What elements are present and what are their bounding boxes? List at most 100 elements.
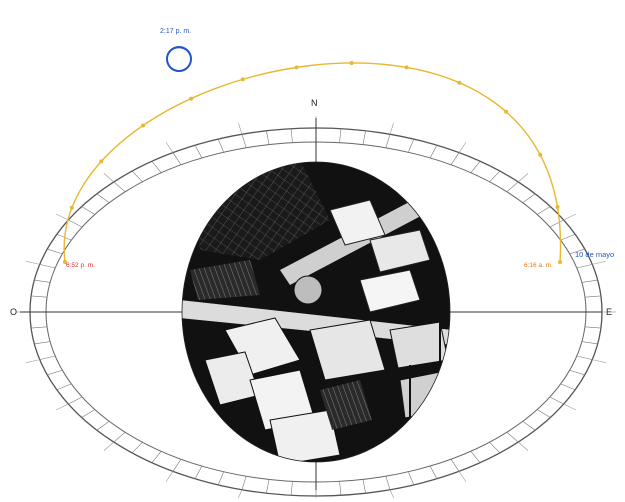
horizon-tick: [385, 476, 391, 490]
horizon-tick: [429, 145, 438, 159]
sun-hour-dot: [404, 65, 409, 70]
horizon-tick: [31, 326, 48, 329]
horizon-tick: [34, 341, 51, 345]
sun-hour-dot: [294, 65, 299, 70]
horizon-tick: [241, 134, 247, 148]
city-model-image: [182, 162, 450, 462]
horizon-tick: [584, 326, 601, 329]
horizon-tick: [172, 459, 182, 472]
horizon-tick: [549, 219, 564, 228]
horizon-tick: [96, 421, 110, 431]
horizon-tick: [576, 264, 593, 269]
horizon-tick: [266, 479, 270, 494]
sun-hour-markers: [63, 60, 562, 264]
azimuth-mark: [56, 213, 69, 221]
horizon-tick: [151, 451, 162, 463]
horizon-tick: [470, 451, 481, 463]
horizon-tick: [39, 355, 56, 360]
azimuth-marks: [16, 116, 616, 499]
sun-hour-dot: [555, 204, 560, 209]
azimuth-mark: [238, 122, 243, 135]
horizon-tick: [47, 369, 63, 376]
horizon-tick: [450, 152, 460, 165]
horizon-tick: [408, 471, 415, 486]
sun-hour-dot: [69, 205, 74, 210]
horizon-tick: [217, 138, 224, 153]
horizon-tick: [266, 130, 270, 145]
horizon-tick: [194, 465, 203, 479]
sunset-time-label: 6:52 p. m.: [66, 262, 95, 269]
horizon-tick: [56, 383, 72, 391]
sunrise-time-label: 6:16 a. m.: [524, 262, 553, 269]
azimuth-mark: [103, 173, 114, 183]
azimuth-mark: [592, 260, 606, 265]
horizon-tick: [584, 295, 601, 298]
horizon-tick: [506, 431, 519, 443]
azimuth-mark: [458, 471, 467, 482]
azimuth-mark: [165, 142, 174, 153]
horizon-tick: [362, 130, 366, 145]
azimuth-mark: [238, 489, 243, 499]
sun-hour-dot: [99, 159, 104, 164]
azimuth-mark: [56, 403, 69, 411]
horizon-tick: [131, 442, 143, 454]
compass-east-label: E: [606, 307, 612, 317]
azimuth-mark: [389, 122, 394, 135]
horizon-tick: [31, 295, 48, 298]
horizon-tick: [113, 431, 126, 443]
city-model-border: [181, 161, 451, 463]
horizon-tick: [385, 134, 391, 148]
sun-hour-dot: [558, 260, 562, 264]
sun-hour-dot: [349, 60, 354, 65]
compass-west-label: O: [10, 307, 17, 317]
sun-hour-dot: [504, 109, 509, 114]
sun-marker-shadow-icon: [168, 47, 191, 56]
sun-hour-dot: [457, 80, 462, 85]
horizon-tick: [194, 145, 203, 159]
date-label: 10 de mayo: [575, 250, 614, 259]
horizon-tick: [39, 264, 56, 269]
horizon-tick: [34, 279, 51, 283]
horizon-tick: [172, 152, 182, 165]
horizon-tick: [68, 219, 83, 228]
horizon-tick: [569, 369, 585, 376]
azimuth-mark: [458, 142, 467, 153]
azimuth-mark: [563, 213, 576, 221]
compass-north-label: N: [311, 98, 318, 108]
sun-hour-dot: [63, 260, 67, 264]
horizon-tick: [241, 476, 247, 490]
horizon-tick: [581, 341, 598, 345]
sun-hour-dot: [189, 96, 194, 101]
horizon-tick: [290, 128, 293, 143]
sun-hour-dot: [240, 77, 245, 82]
horizon-tick: [408, 138, 415, 153]
horizon-tick: [131, 170, 143, 182]
horizon-tick: [489, 442, 501, 454]
azimuth-mark: [518, 173, 529, 183]
sun-hour-dot: [141, 123, 146, 128]
horizon-tick: [560, 383, 576, 391]
horizon-tick: [581, 279, 598, 283]
sun-path-arc: [63, 62, 562, 263]
horizon-tick: [506, 181, 519, 193]
azimuth-mark: [103, 441, 114, 451]
horizon-tick: [470, 161, 481, 173]
azimuth-mark: [26, 260, 40, 265]
horizon-tick: [339, 128, 342, 143]
horizon-tick: [362, 479, 366, 494]
horizon-tick: [522, 421, 536, 431]
horizon-tick: [47, 248, 63, 255]
horizon-tick: [113, 181, 126, 193]
horizon-tick: [489, 170, 501, 182]
horizon-tick: [68, 396, 83, 405]
azimuth-mark: [518, 441, 529, 451]
horizon-tick: [522, 193, 536, 203]
horizon-tick: [537, 206, 551, 215]
horizon-tick: [81, 409, 95, 418]
sun-marker-icon: [166, 46, 192, 72]
horizon-tick: [450, 459, 460, 472]
current-time-label: 2:17 p. m.: [160, 28, 191, 35]
horizon-tick: [290, 481, 293, 496]
azimuth-mark: [389, 489, 394, 499]
